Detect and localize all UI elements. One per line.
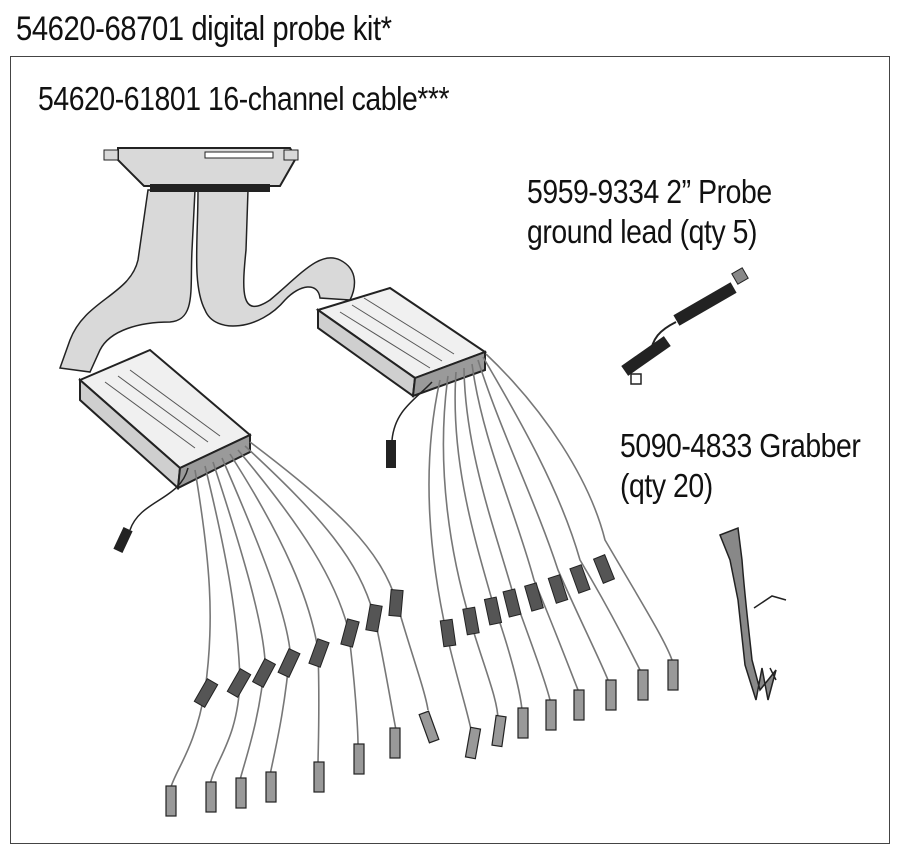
ground-lead-label-line2: ground lead (qty 5): [527, 213, 758, 250]
grabber-label-line1: 5090-4833 Grabber: [620, 427, 861, 464]
pod-left-ground-plug: [113, 527, 133, 553]
probe-pod-right: [315, 286, 488, 398]
connector-ear-right: [283, 149, 299, 161]
ground-lead-label: 5959-9334 2” Probe ground lead (qty 5): [527, 172, 772, 252]
ribbon-cable-left: [58, 189, 196, 373]
probe-ground-lead: [621, 267, 749, 385]
ribbon-cable-right: [195, 189, 356, 327]
pod-left-probe-wires: [169, 441, 429, 791]
pod-right-probe-wires: [428, 353, 673, 736]
grabber-label: 5090-4833 Grabber (qty 20): [620, 426, 861, 506]
pod-right-sockets: [464, 659, 679, 760]
pod-right-ground-wire: [391, 381, 433, 441]
cable-label: 54620-61801 16-channel cable***: [38, 80, 450, 117]
pod-right-grabbers: [439, 554, 616, 648]
probe-pod-left: [78, 348, 252, 491]
pod-left-sockets: [165, 710, 440, 817]
kit-title: 54620-68701 digital probe kit*: [16, 10, 392, 48]
grabber-clip: [719, 526, 787, 701]
ground-lead-label-line1: 5959-9334 2” Probe: [527, 173, 772, 210]
pod-left-grabbers: [193, 588, 404, 708]
pod-right-ground-plug: [386, 440, 396, 468]
connector-ear-left: [103, 149, 119, 161]
pod-left-ground-wire: [129, 467, 189, 531]
diagram-frame: [10, 56, 890, 844]
grabber-label-line2: (qty 20): [620, 467, 713, 504]
connector-slot: [204, 151, 274, 159]
connector-edge: [150, 184, 270, 192]
